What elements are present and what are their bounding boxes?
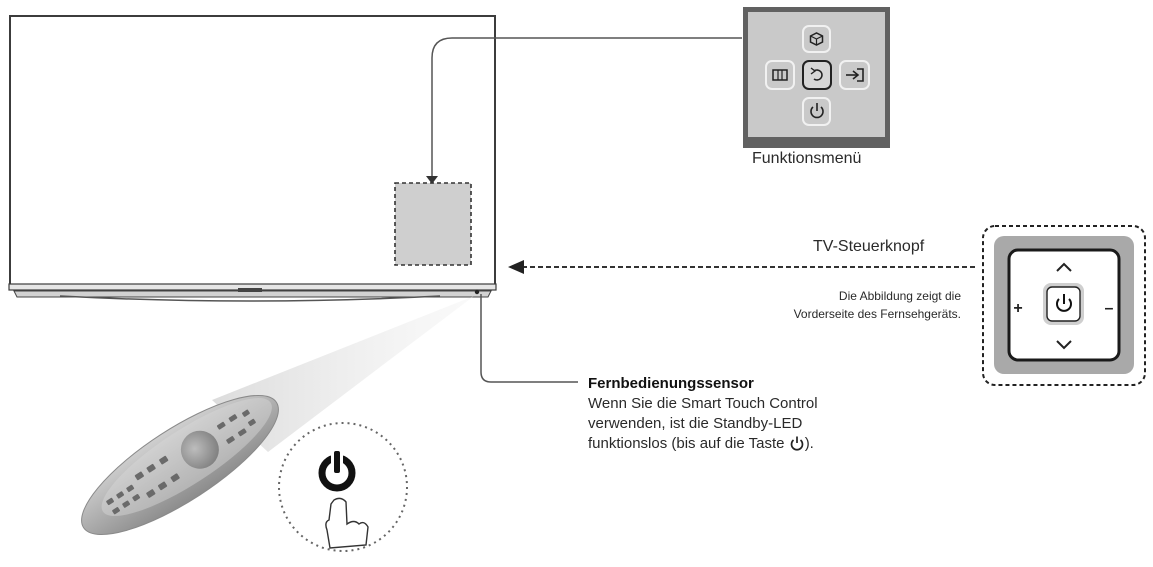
chevron-down-icon[interactable] [1056,340,1072,350]
input-source-icon [846,68,864,82]
tv-controller [982,225,1146,386]
finger-hand [325,497,369,549]
remote-sensor-callout: Fernbedienungssensor Wenn Sie die Smart … [588,374,918,454]
remote-sensor-line2: verwenden, ist die Standby-LED [588,415,803,432]
function-menu-caption: Funktionsmenü [752,150,862,167]
menu-icon [772,69,788,81]
remote-sensor-line3: funktionslos (bis auf die Taste [588,435,785,452]
tv-front-note: Die Abbildung zeigt die Vorderseite des … [701,287,961,323]
power-button-zoom [278,422,408,552]
function-menu-leader-arrow [426,176,438,184]
tv-stand-bar [13,290,492,298]
power-icon [334,451,340,473]
return-icon [810,67,823,81]
controller-arrow-head [508,260,524,274]
tv-front-note-line2: Vorderseite des Fernsehgeräts. [793,307,961,321]
function-menu-button-menu[interactable] [765,60,795,90]
remote-sensor-line1: Wenn Sie die Smart Touch Control [588,395,818,412]
smart-touch-remote [81,394,279,536]
remote-sensor-line3-end: ). [804,435,814,452]
tv-logo-mark [238,288,262,292]
function-menu-button-settings[interactable] [802,25,831,53]
remote-sensor-led [474,289,480,295]
function-menu-leader-line [431,37,742,176]
remote-sensor-line3-wrap: funktionslos (bis auf die Taste ). [588,434,918,454]
function-menu-panel [743,7,890,148]
power-icon [1056,294,1072,312]
tv-set [8,15,497,302]
function-menu-button-return[interactable] [802,60,832,90]
tv-controller-caption: TV-Steuerknopf [813,238,925,255]
function-menu-button-source[interactable] [839,60,870,90]
remote-touchpad [180,430,219,469]
power-icon [810,103,824,119]
power-icon [790,436,803,451]
sensor-leader-line [480,294,578,383]
controller-plus-label: + [1013,300,1022,317]
tv-front-note-line1: Die Abbildung zeigt die [838,289,961,303]
tv-stand-foot [59,295,441,302]
settings-icon [809,32,824,46]
control-location-box [394,182,472,266]
remote-sensor-title: Fernbedienungssensor [588,375,754,392]
function-menu-button-power[interactable] [802,97,831,126]
chevron-up-icon[interactable] [1056,262,1072,272]
controller-minus-label: – [1105,300,1114,317]
tv-controller-frame [982,225,1146,386]
